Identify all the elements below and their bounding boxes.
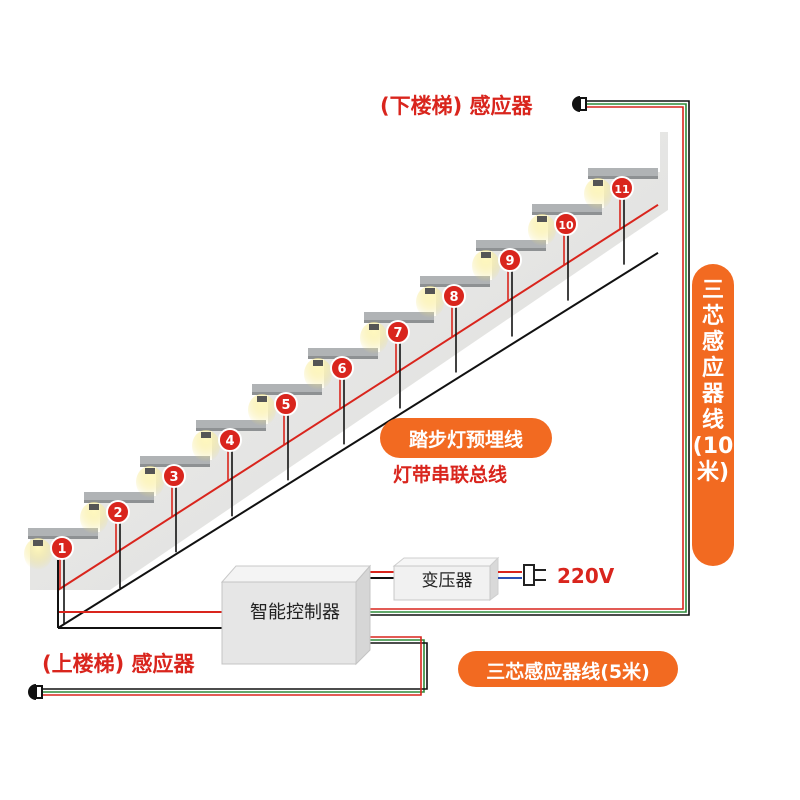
step-badge: 9 [498, 248, 522, 272]
step-badge: 6 [330, 356, 354, 380]
bus-wire-black [57, 251, 659, 629]
stair-wire-callout-text: 踏步灯预埋线 [408, 429, 523, 451]
stair-tread [476, 240, 546, 248]
step-badge: 7 [386, 320, 410, 344]
stair-tread [532, 204, 602, 212]
stair-tread [420, 276, 490, 284]
step-number: 5 [281, 398, 290, 413]
sensor-wire-10m-callout: 三芯感应器线(10米) [692, 264, 734, 566]
plug-icon [498, 564, 546, 586]
transformer [392, 556, 500, 601]
lamp-glow [80, 502, 108, 534]
lamp-glow [528, 214, 556, 246]
step-badge: 5 [274, 392, 298, 416]
step-number: 2 [113, 506, 122, 521]
step-number: 8 [449, 290, 458, 305]
top-sensor-label: (下楼梯) 感应器 [380, 94, 533, 118]
lamp-glow [248, 394, 276, 426]
step-lamp-icon [425, 288, 435, 294]
step-lamps [24, 178, 612, 570]
lamp-glow [136, 466, 164, 498]
voltage-label: 220V [557, 564, 615, 588]
stair-tread [28, 528, 98, 536]
stair-tread [84, 492, 154, 500]
step-lamp-icon [33, 540, 43, 546]
transformer-label: 变压器 [421, 571, 473, 591]
step-lamp-icon [537, 216, 547, 222]
step-lamp-icon [313, 360, 323, 366]
step-lamp-icon [145, 468, 155, 474]
step-number: 11 [614, 183, 629, 196]
sensor-cable-5m [42, 642, 428, 690]
sensor-cable-10m [370, 100, 690, 616]
sensor-cable-5m [42, 636, 422, 696]
lamp-glow [24, 538, 52, 570]
sensor-wire-5m-text: 三芯感应器线(5米) [486, 661, 650, 683]
step-number: 1 [57, 542, 66, 557]
wiring [42, 100, 690, 696]
step-lamp-icon [89, 504, 99, 510]
step-lamp-icon [201, 432, 211, 438]
step-number-badges: 1 2 3 4 5 6 7 8 9 10 11 [50, 176, 634, 560]
bus-wire-red [57, 203, 659, 591]
step-badge: 10 [554, 212, 578, 236]
step-lamp-icon [481, 252, 491, 258]
sensor-wire-5m-callout: 三芯感应器线(5米) [458, 651, 678, 687]
step-badge: 2 [106, 500, 130, 524]
stair-tread [252, 384, 322, 392]
sensor-cable-5m [42, 639, 425, 693]
step-number: 9 [505, 254, 514, 269]
top-sensor-icon [572, 96, 587, 112]
controller-label: 智能控制器 [250, 602, 340, 623]
step-badge: 8 [442, 284, 466, 308]
step-number: 3 [169, 470, 178, 485]
lamp-glow [304, 358, 332, 390]
step-badge: 11 [610, 176, 634, 200]
step-number: 6 [337, 362, 346, 377]
bottom-sensor-icon [28, 684, 43, 700]
sensor-cable-10m [370, 103, 687, 613]
step-badge: 1 [50, 536, 74, 560]
step-number: 4 [225, 434, 234, 449]
step-lamp-icon [593, 180, 603, 186]
lamp-glow [360, 322, 388, 354]
lamp-glow [472, 250, 500, 282]
lamp-glow [416, 286, 444, 318]
step-number: 10 [558, 219, 574, 232]
stair-wire-callout: 踏步灯预埋线 [380, 418, 552, 458]
step-badge: 3 [162, 464, 186, 488]
sensor-cable-10m [370, 106, 684, 610]
bus-wire-label: 灯带串联总线 [393, 464, 508, 486]
step-lamp-icon [257, 396, 267, 402]
smart-controller [220, 564, 372, 666]
sensor-wire-10m-text: 三芯感应器线(10米) [692, 278, 734, 485]
stair-tread [308, 348, 378, 356]
lamp-glow [192, 430, 220, 462]
step-number: 7 [393, 326, 402, 341]
stair-tread [364, 312, 434, 320]
stair-tread [588, 168, 658, 176]
lamp-glow [584, 178, 612, 210]
bottom-sensor-label: (上楼梯) 感应器 [42, 652, 195, 676]
stair-tread [140, 456, 210, 464]
step-lamp-icon [369, 324, 379, 330]
step-badge: 4 [218, 428, 242, 452]
stair-tread [196, 420, 266, 428]
